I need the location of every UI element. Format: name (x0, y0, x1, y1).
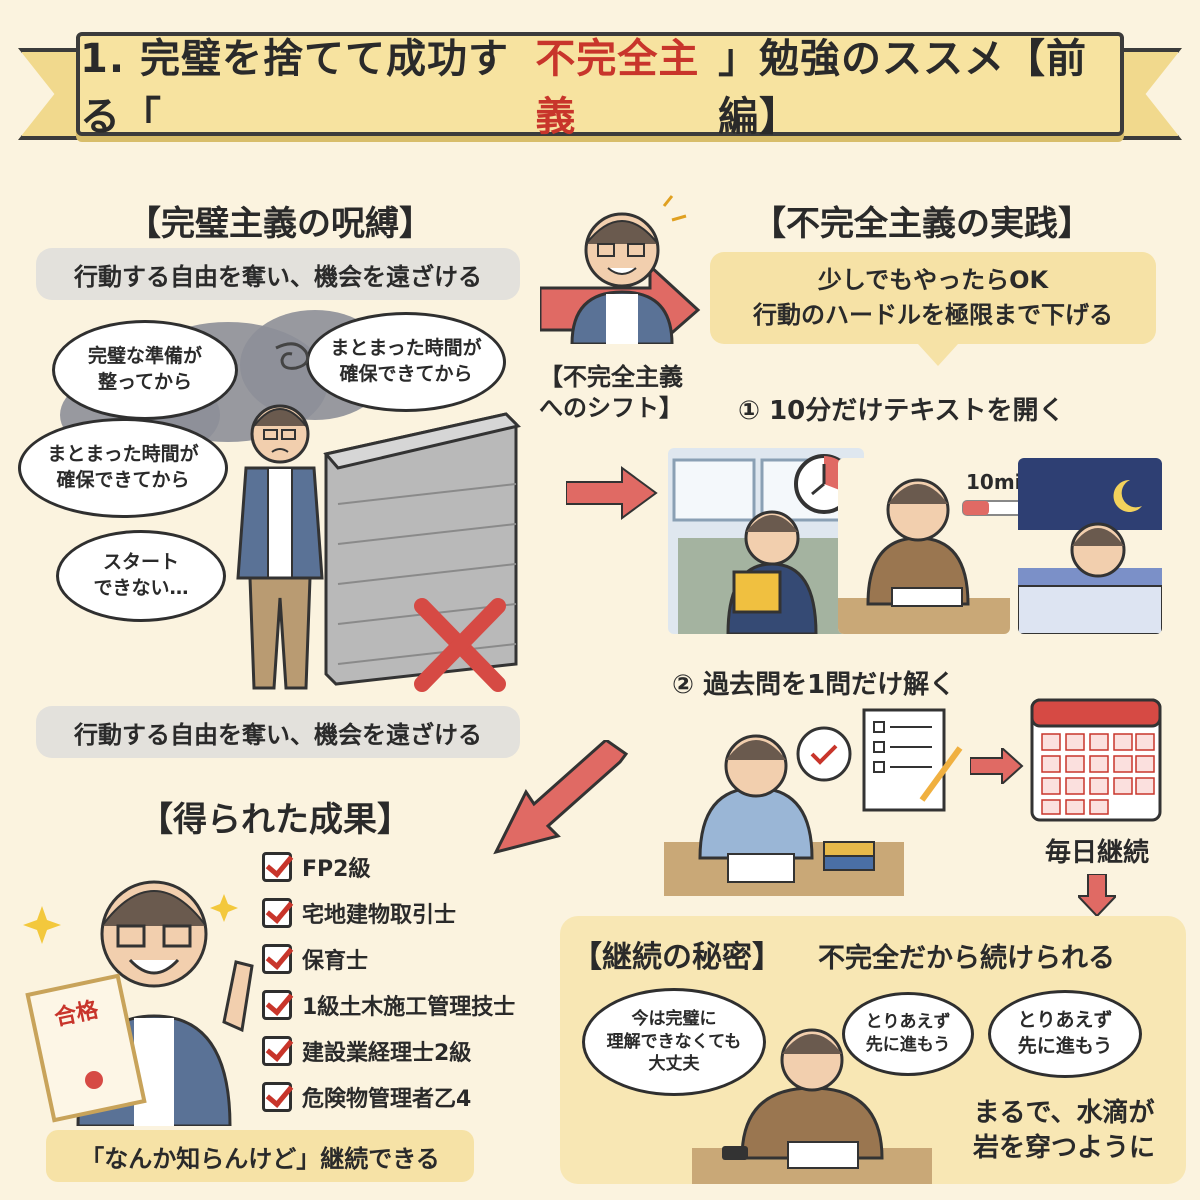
happy-man-with-certificate (23, 880, 254, 1126)
list-item: 建設業経理士2級 (262, 1028, 515, 1074)
practice-line-2: 行動のハードルを極限まで下げる (753, 301, 1113, 329)
result-label: 宅地建物取引士 (302, 903, 457, 928)
list-item: 1級土木施工管理技士 (262, 982, 515, 1028)
speech-bubble: 今は完璧に 理解できなくても 大丈夫 (582, 988, 766, 1096)
title-highlight: 不完全主義 (535, 36, 700, 140)
speech-check-icon (796, 726, 852, 782)
red-x-icon (414, 598, 506, 692)
step-one: ① 10分だけテキストを開く (738, 396, 1065, 426)
results-list: FP2級 宅地建物取引士 保育士 1級土木施工管理技士 建設業経理士2級 危険物… (262, 844, 515, 1120)
desk-writing-scene (838, 458, 1010, 634)
checkbox-icon (262, 1082, 292, 1112)
solving-question-scene (664, 726, 904, 896)
list-item: 危険物管理者乙4 (262, 1074, 515, 1120)
thought-bubble: まとまった時間が 確保できてから (18, 418, 228, 518)
title-suffix: 」勉強のススメ【前編】 (718, 36, 1088, 140)
shift-label: 【不完全主義 へのシフト】 (539, 363, 683, 423)
page-title: 1. 完璧を捨てて成功する「不完全主義」勉強のススメ【前編】 (76, 32, 1124, 140)
checkbox-icon (262, 852, 292, 882)
calendar-icon (1030, 698, 1162, 822)
worried-man-and-wall (236, 342, 521, 692)
arrow-down-icon (1078, 874, 1116, 918)
result-label: 保育士 (302, 949, 369, 974)
speech-bubble: とりあえず 先に進もう (842, 992, 974, 1076)
secret-subtitle: 不完全だから続けられる (818, 943, 1115, 974)
secret-heading: 【継続の秘密】 (572, 940, 782, 975)
arrow-down-left-icon (493, 740, 629, 855)
certificate-icon (25, 973, 147, 1123)
practice-line-1: 少しでもやったらOK (817, 266, 1049, 295)
thought-bubble: スタート できない… (56, 530, 226, 622)
results-heading: 【得られた成果】 (139, 800, 411, 840)
checkbox-icon (262, 898, 292, 928)
smiling-man-with-arrow (540, 195, 701, 344)
checkbox-icon (262, 990, 292, 1020)
perfectionism-heading: 【完璧主義の呪縛】 (127, 204, 433, 244)
thought-bubble: 完璧な準備が 整ってから (52, 320, 238, 420)
down-pointer-icon (918, 344, 958, 366)
arrow-right-small-icon (970, 748, 1024, 784)
perfectionism-band-top: 行動する自由を奪い、機会を遠ざける (36, 248, 520, 300)
results-footer: 「なんか知らんけど」継続できる (46, 1130, 474, 1182)
result-label: 1級土木施工管理技士 (302, 995, 516, 1020)
checkbox-icon (262, 1036, 292, 1066)
practice-callout: 少しでもやったらOK 行動のハードルを極限まで下げる (710, 252, 1156, 344)
spiral-icon (275, 342, 310, 370)
list-item: FP2級 (262, 844, 515, 890)
result-label: FP2級 (302, 857, 371, 882)
daily-label: 毎日継続 (1044, 838, 1149, 868)
list-item: 宅地建物取引士 (262, 890, 515, 936)
step-two: ② 過去問を1問だけ解く (672, 670, 956, 700)
speech-bubble: とりあえず 先に進もう (988, 990, 1142, 1078)
perfectionism-band-bottom: 行動する自由を奪い、機会を遠ざける (36, 706, 520, 758)
title-prefix: 1. 完璧を捨てて成功する「 (80, 36, 509, 140)
practice-heading: 【不完全主義の実践】 (752, 204, 1092, 244)
result-label: 建設業経理士2級 (302, 1041, 472, 1066)
checklist-paper-icon (862, 708, 963, 812)
list-item: 保育士 (262, 936, 515, 982)
arrow-right-icon (566, 466, 658, 520)
result-label: 危険物管理者乙4 (302, 1087, 472, 1112)
bed-night-scene (1018, 458, 1162, 634)
sparkle-icon (23, 894, 238, 944)
secret-conclusion: まるで、水滴が 岩を穿つように (972, 1098, 1155, 1164)
checkbox-icon (262, 944, 292, 974)
studying-man-scene (692, 1028, 932, 1184)
